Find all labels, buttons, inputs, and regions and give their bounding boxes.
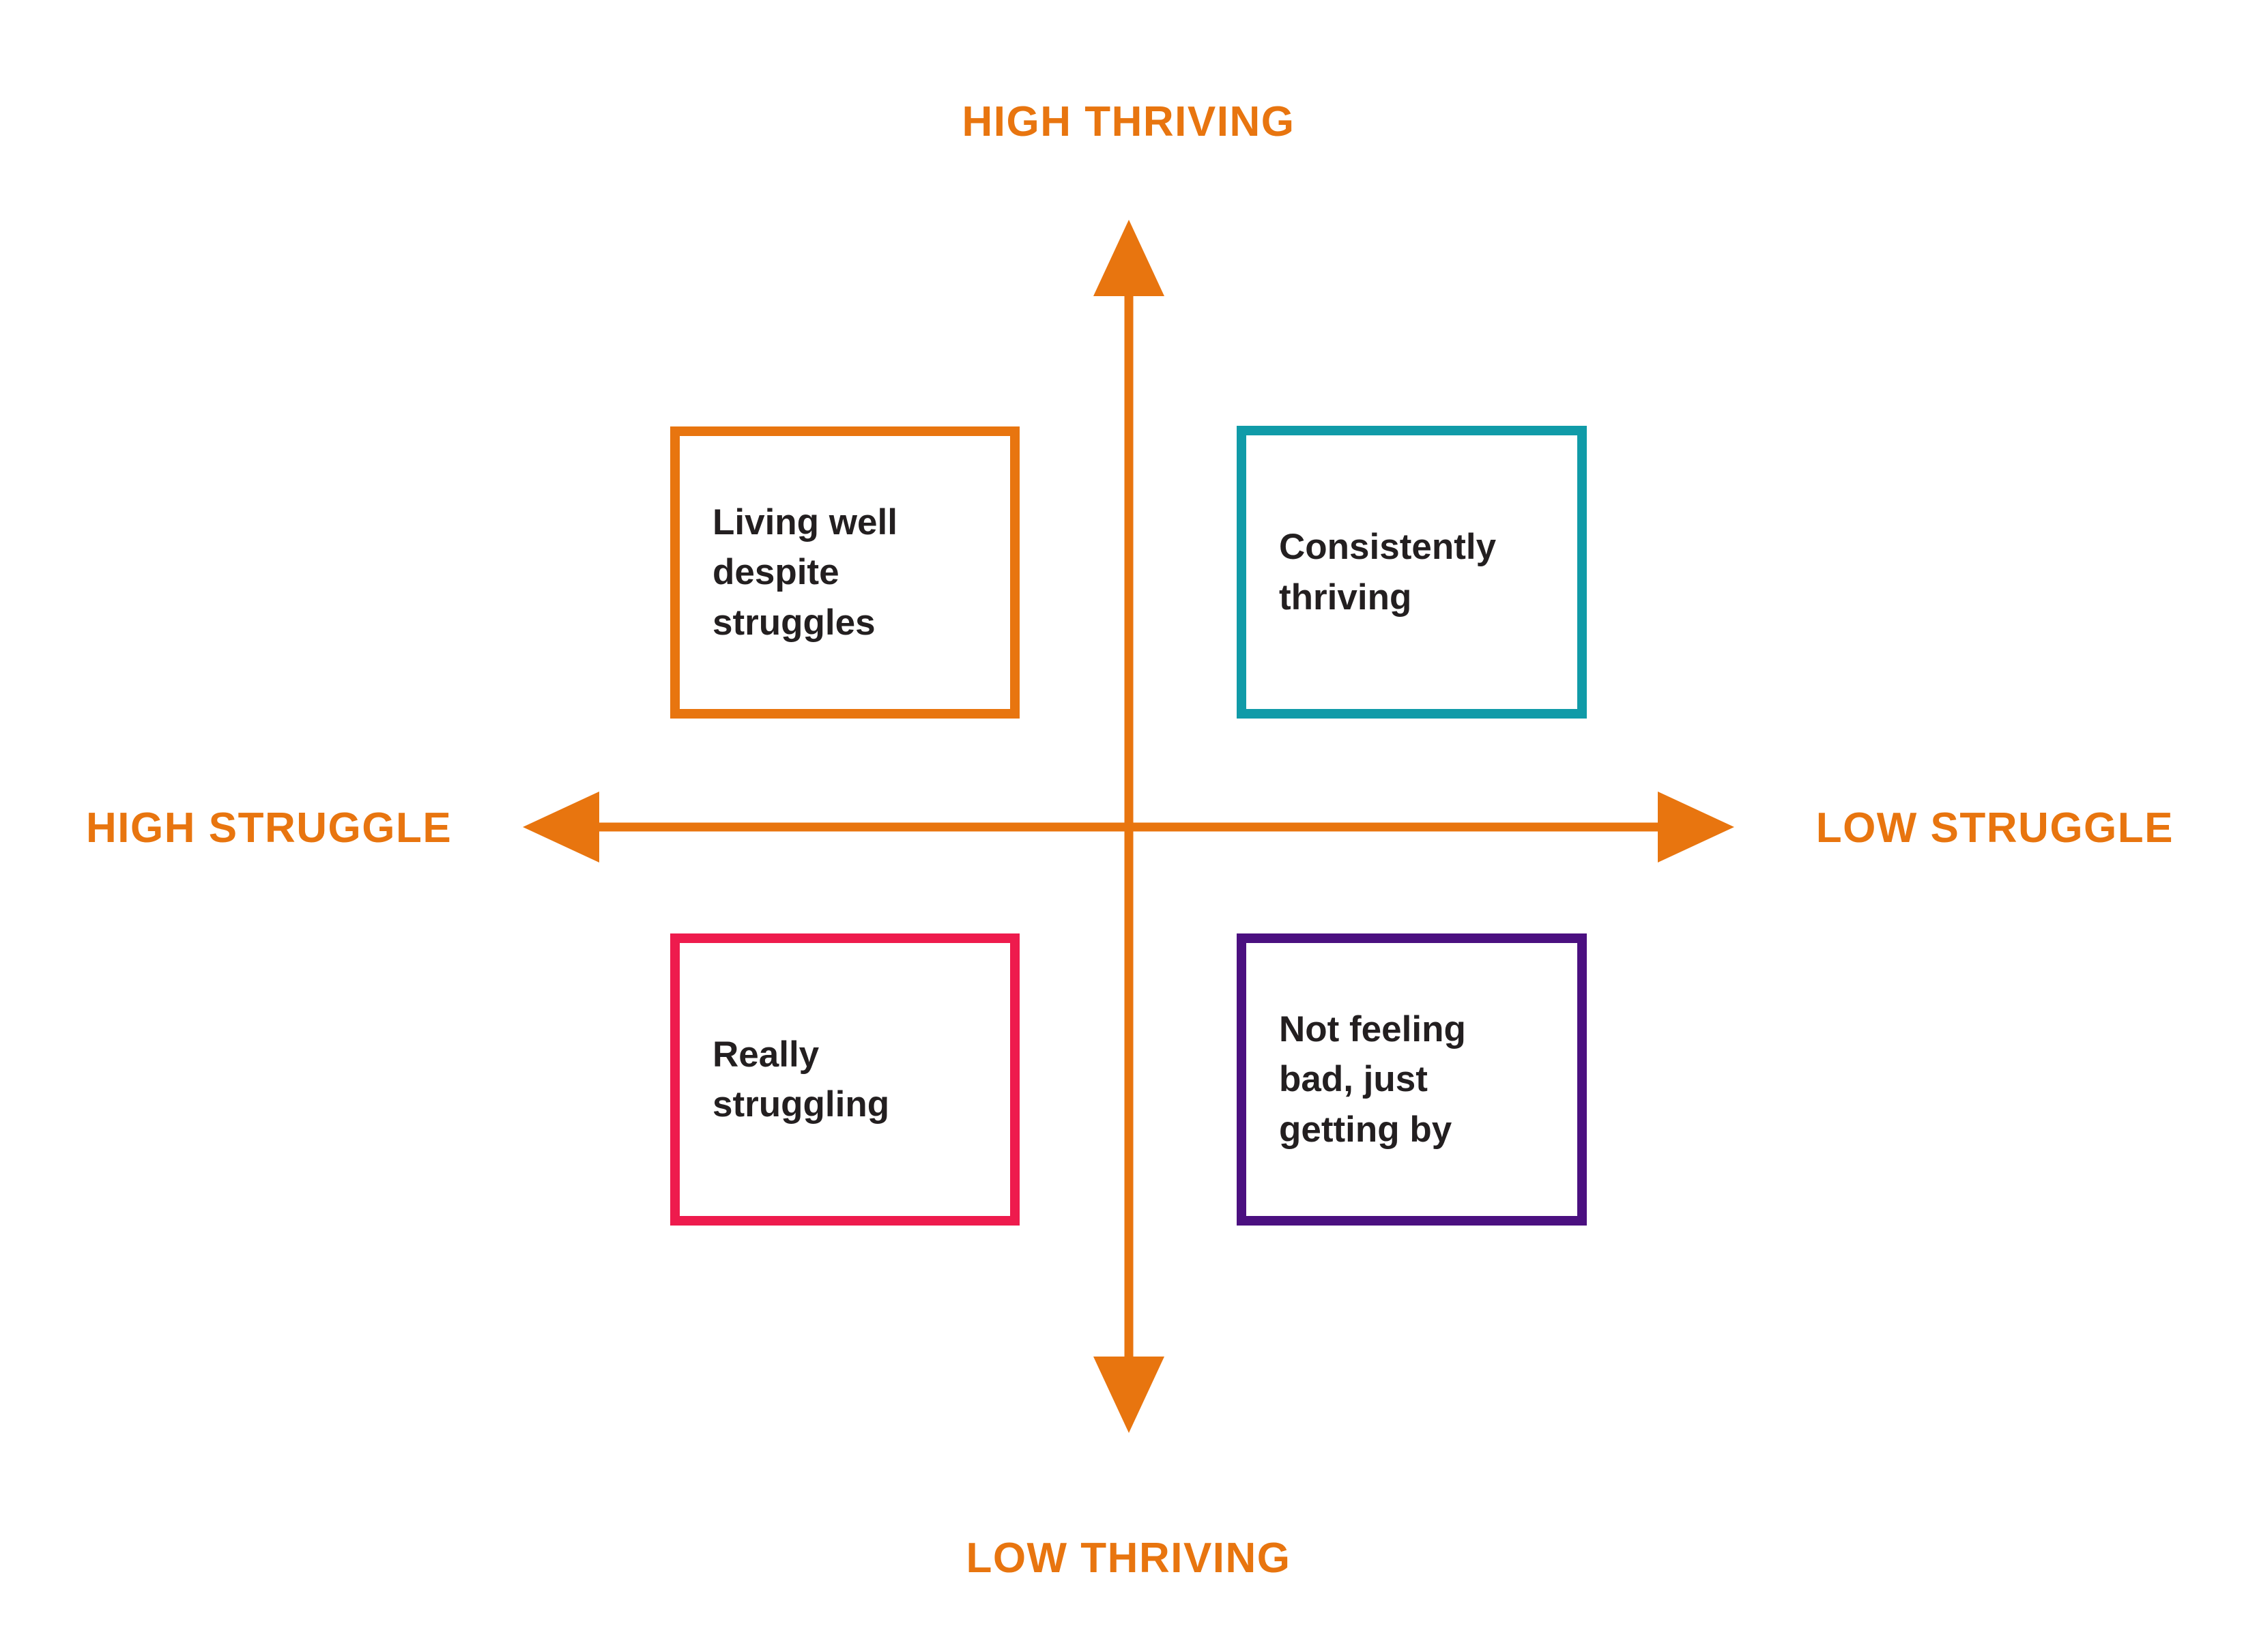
axis-label-high-thriving: HIGH THRIVING	[962, 98, 1295, 145]
quadrant-label: Living well despite struggles	[713, 502, 897, 643]
quadrant-box-consistently-thriving: Consistently thriving	[1237, 426, 1587, 719]
axis-label-high-struggle: HIGH STRUGGLE	[86, 805, 452, 852]
quadrant-box-living-well-despite-struggles: Living well despite struggles	[670, 426, 1020, 719]
arrow-left-icon	[523, 792, 599, 863]
quadrant-label: Consistently thriving	[1279, 527, 1497, 618]
quadrant-box-not-feeling-bad-just-getting-by: Not feeling bad, just getting by	[1237, 933, 1587, 1226]
axis-label-low-struggle: LOW STRUGGLE	[1815, 805, 2174, 852]
quadrant-box-really-struggling: Really struggling	[670, 933, 1020, 1226]
quadrant-label: Really struggling	[713, 1034, 890, 1125]
arrow-down-icon	[1093, 1357, 1164, 1433]
arrow-right-icon	[1658, 792, 1734, 863]
quadrant-label: Not feeling bad, just getting by	[1279, 1009, 1466, 1150]
arrow-up-icon	[1093, 220, 1164, 296]
axis-label-low-thriving: LOW THRIVING	[966, 1535, 1291, 1582]
